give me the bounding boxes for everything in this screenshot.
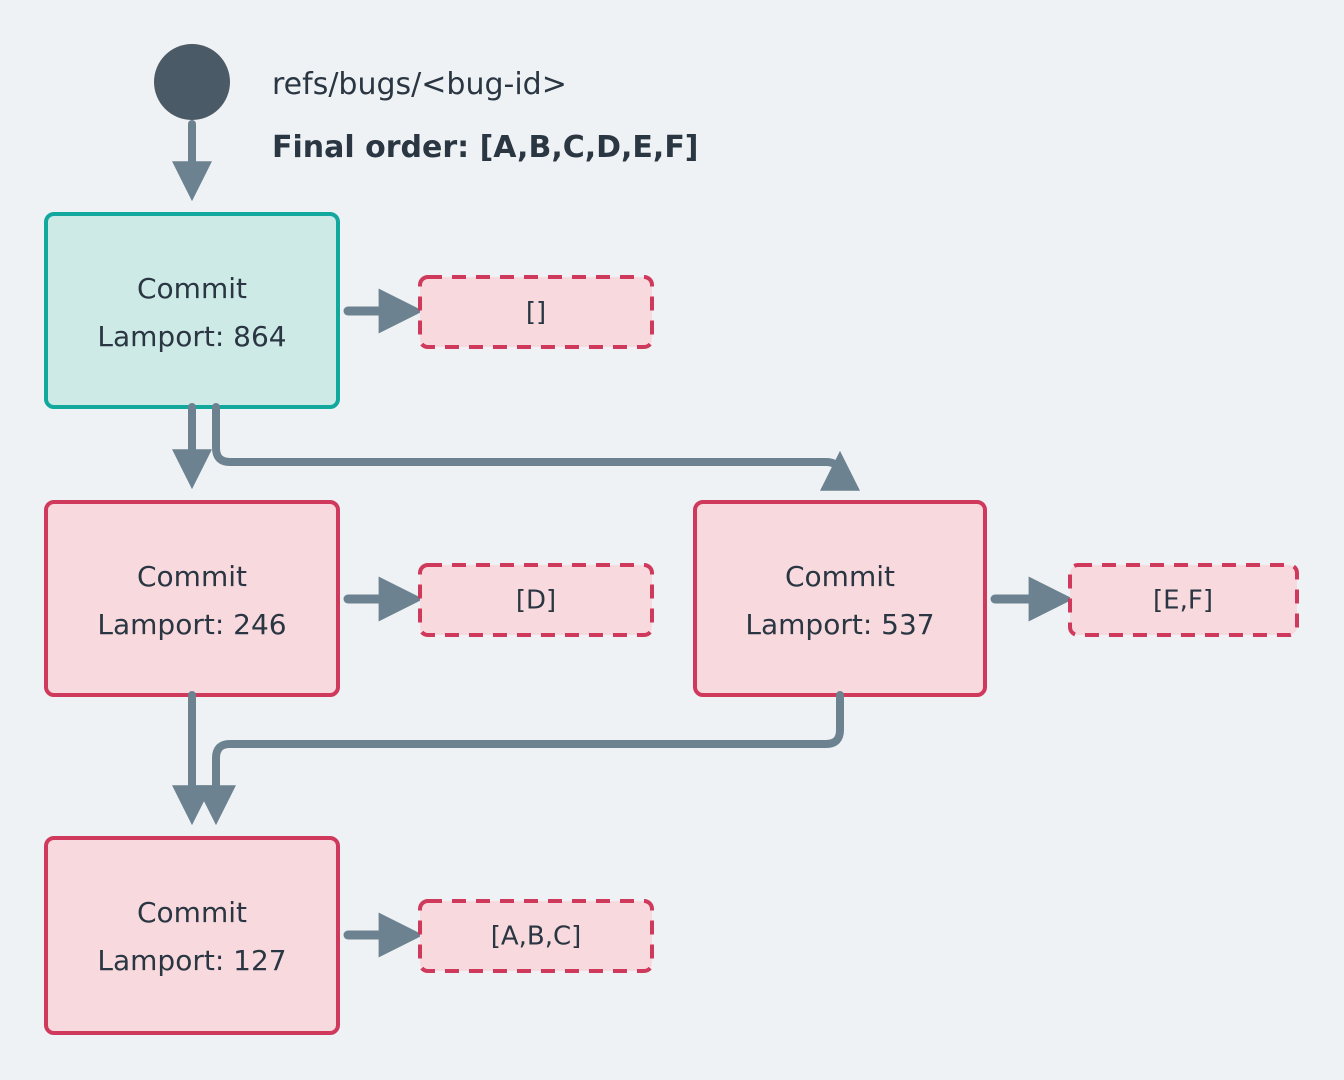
payload-label-n864: []	[526, 298, 546, 328]
payload-box-n127[interactable]	[418, 899, 654, 973]
payload-label-n246: [D]	[516, 586, 556, 616]
commit-node-n864[interactable]	[44, 212, 340, 409]
commit-node-n246[interactable]	[44, 500, 340, 697]
commit-title-n246: Commit	[137, 560, 247, 593]
payload-box-n537[interactable]	[1068, 563, 1299, 637]
ref-path-label: refs/bugs/<bug-id>	[272, 67, 567, 102]
commit-title-n537: Commit	[785, 560, 895, 593]
commit-node-n127[interactable]	[44, 836, 340, 1035]
edge-n537-to-n127	[196, 691, 844, 826]
commit-lamport-n246: Lamport: 246	[97, 608, 286, 641]
commit-lamport-n537: Lamport: 537	[745, 608, 934, 641]
payload-box-n246[interactable]	[418, 563, 654, 637]
commit-title-n127: Commit	[137, 896, 247, 929]
final-order-label: Final order: [A,B,C,D,E,F]	[272, 130, 699, 165]
commit-lamport-n127: Lamport: 127	[97, 944, 286, 977]
payload-label-n537: [E,F]	[1153, 586, 1213, 616]
start-node-dot	[154, 44, 230, 120]
payload-box-n864[interactable]	[418, 275, 654, 349]
edge-n864-to-n537	[212, 403, 860, 491]
commit-lamport-n864: Lamport: 864	[97, 320, 286, 353]
commit-node-n537[interactable]	[693, 500, 987, 697]
payload-label-n127: [A,B,C]	[491, 922, 582, 952]
commit-title-n864: Commit	[137, 272, 247, 305]
